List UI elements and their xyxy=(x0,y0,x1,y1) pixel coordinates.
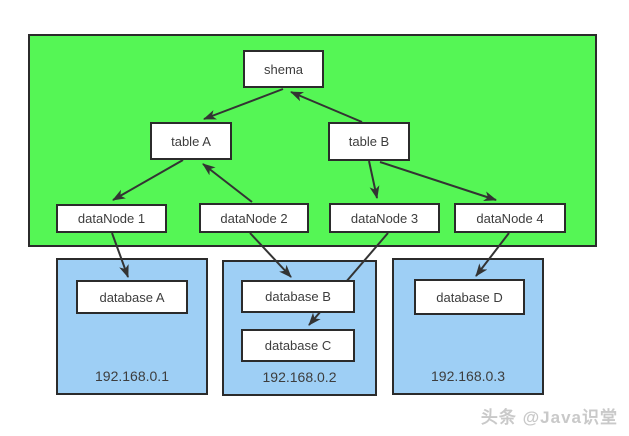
node-table-b: table B xyxy=(328,122,410,161)
node-datanode-3: dataNode 3 xyxy=(329,203,440,233)
node-database-c-label: database C xyxy=(264,338,332,353)
node-table-b-label: table B xyxy=(348,134,390,149)
node-database-b-label: database B xyxy=(265,289,331,304)
node-datanode-2-label: dataNode 2 xyxy=(220,210,288,226)
node-database-c: database C xyxy=(241,329,355,362)
node-datanode-2: dataNode 2 xyxy=(199,203,309,233)
node-database-d-label: database D xyxy=(436,289,503,305)
node-datanode-3-label: dataNode 3 xyxy=(350,210,419,226)
server-2-ip: 192.168.0.2 xyxy=(262,369,337,385)
node-database-a-label: database A xyxy=(99,289,165,305)
server-1-ip: 192.168.0.1 xyxy=(95,368,169,384)
server-3-ip: 192.168.0.3 xyxy=(431,368,505,384)
node-schema-label: shema xyxy=(263,61,304,77)
node-table-a: table A xyxy=(150,122,232,160)
node-datanode-4-label: dataNode 4 xyxy=(476,210,544,226)
toutiao-watermark: 头条 @Java识堂 xyxy=(480,408,618,427)
node-datanode-1: dataNode 1 xyxy=(56,204,167,233)
node-database-b: database B xyxy=(241,280,355,313)
node-database-a: database A xyxy=(76,280,188,314)
node-schema: shema xyxy=(243,50,324,88)
node-database-d: database D xyxy=(414,279,525,315)
node-table-a-label: table A xyxy=(171,133,211,149)
server-box-1: 192.168.0.1 xyxy=(56,258,208,395)
node-datanode-4: dataNode 4 xyxy=(454,203,566,233)
node-datanode-1-label: dataNode 1 xyxy=(77,211,146,226)
